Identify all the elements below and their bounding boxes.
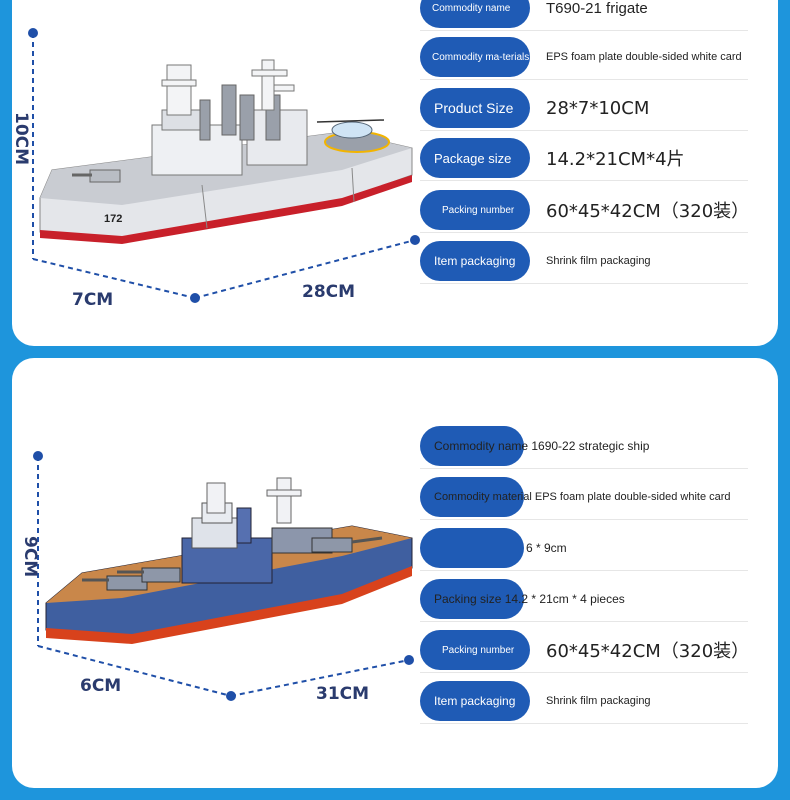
spec-row-item-packaging: Item packaging Shrink film packaging <box>420 241 748 284</box>
spec-row-packing-number: Packing number 60*45*42CM（320装） <box>420 630 750 673</box>
height-dimension: 9CM <box>20 536 40 578</box>
spec-text: 6 * 9cm <box>526 541 567 555</box>
frigate-illustration: 172 <box>28 28 420 303</box>
height-dimension: 10CM <box>11 112 31 166</box>
spec-row-packing-size: Packing size 14.2 * 21cm * 4 pieces <box>420 579 748 622</box>
spec-label: Packing number <box>420 630 530 670</box>
spec-label: Commodity name <box>420 0 530 28</box>
spec-label: Commodity ma-terials <box>420 37 530 77</box>
spec-row-commodity-name: Commodity name T690-21 frigate <box>420 0 748 31</box>
spec-value: EPS foam plate double-sided white card <box>546 51 742 63</box>
spec-text: Commodity material EPS foam plate double… <box>434 491 731 503</box>
spec-row-product-size: Product Size 28*7*10CM <box>420 88 748 131</box>
spec-value: T690-21 frigate <box>546 0 648 17</box>
width-dimension: 6CM <box>80 676 122 696</box>
product-card-strategic-ship: 9CM 6CM 31CM Commodity name 1690-22 stra… <box>12 358 778 788</box>
spec-row-commodity-material: Commodity material EPS foam plate double… <box>420 477 748 520</box>
spec-text: Commodity name 1690-22 strategic ship <box>434 439 650 453</box>
spec-value: 60*45*42CM（320装） <box>546 201 750 222</box>
spec-text: Packing size 14.2 * 21cm * 4 pieces <box>434 592 625 606</box>
spec-label: Item packaging <box>420 241 530 281</box>
spec-value: 60*45*42CM（320装） <box>546 641 750 662</box>
spec-row-packing-number: Packing number 60*45*42CM（320装） <box>420 190 750 233</box>
product-card-frigate: 172 10CM 7CM 28CM Commodity name T690-21… <box>11 0 778 346</box>
length-dimension: 31CM <box>316 684 370 704</box>
spec-value: Shrink film packaging <box>546 695 651 707</box>
spec-label: Item packaging <box>420 681 530 721</box>
strategic-ship-illustration <box>33 451 414 701</box>
spec-row-package-size: Package size 14.2*21CM*4片 <box>420 138 748 181</box>
spec-row-commodity-materials: Commodity ma-terials EPS foam plate doub… <box>420 37 748 80</box>
spec-label-background <box>420 426 524 466</box>
spec-label-background <box>420 477 524 517</box>
spec-label-background <box>420 528 524 568</box>
spec-row-item-packaging: Item packaging Shrink film packaging <box>420 681 748 724</box>
spec-value: 14.2*21CM*4片 <box>546 149 685 170</box>
spec-label: Product Size <box>420 88 530 128</box>
width-dimension: 7CM <box>72 290 114 310</box>
spec-row-commodity-name: Commodity name 1690-22 strategic ship <box>420 426 748 469</box>
spec-label-background <box>420 579 524 619</box>
spec-value: Shrink film packaging <box>546 255 651 267</box>
spec-label: Package size <box>420 138 530 178</box>
length-dimension: 28CM <box>302 282 356 302</box>
spec-value: 28*7*10CM <box>546 97 650 119</box>
hull-number: 172 <box>104 213 122 225</box>
spec-row-product-size: 6 * 9cm <box>420 528 748 571</box>
spec-label: Packing number <box>420 190 530 230</box>
